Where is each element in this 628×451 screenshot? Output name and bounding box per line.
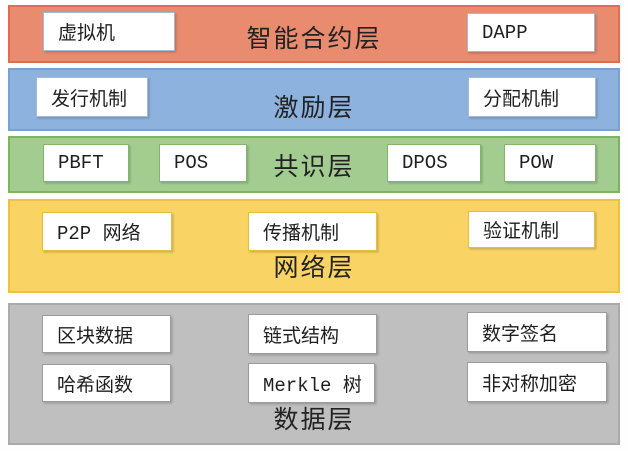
box-pow: POW [504, 144, 596, 182]
layer-label-network: 网络层 [273, 255, 355, 284]
box-virtual-machine: 虚拟机 [43, 12, 175, 51]
box-dpos: DPOS [387, 144, 481, 182]
layer-data: 区块数据 链式结构 数字签名 哈希函数 Merkle 树 非对称加密 数据层 [8, 303, 620, 445]
box-asymmetric-encryption: 非对称加密 [467, 362, 607, 402]
box-issuance-mechanism: 发行机制 [36, 77, 148, 117]
box-block-data: 区块数据 [42, 315, 171, 353]
layer-label-consensus: 共识层 [273, 154, 355, 183]
box-dapp: DAPP [467, 13, 595, 52]
box-p2p-network: P2P 网络 [42, 212, 172, 251]
box-merkle-tree: Merkle 树 [248, 363, 375, 403]
box-pos: POS [159, 144, 247, 182]
box-digital-signature: 数字签名 [467, 312, 607, 352]
layer-label-smart-contract: 智能合约层 [246, 26, 382, 55]
box-verification-mechanism: 验证机制 [468, 211, 595, 248]
layer-label-data: 数据层 [273, 407, 355, 436]
box-pbft: PBFT [43, 144, 129, 182]
layer-smart-contract: 虚拟机 智能合约层 DAPP [8, 5, 620, 63]
layer-network: P2P 网络 传播机制 验证机制 网络层 [8, 199, 620, 293]
layer-incentive: 发行机制 激励层 分配机制 [8, 68, 620, 131]
layer-label-incentive: 激励层 [273, 95, 355, 124]
box-chain-structure: 链式结构 [248, 314, 377, 354]
box-hash-function: 哈希函数 [42, 364, 171, 402]
box-propagation-mechanism: 传播机制 [248, 212, 377, 251]
box-distribution-mechanism: 分配机制 [468, 77, 596, 117]
layer-consensus: PBFT POS 共识层 DPOS POW [8, 136, 620, 193]
